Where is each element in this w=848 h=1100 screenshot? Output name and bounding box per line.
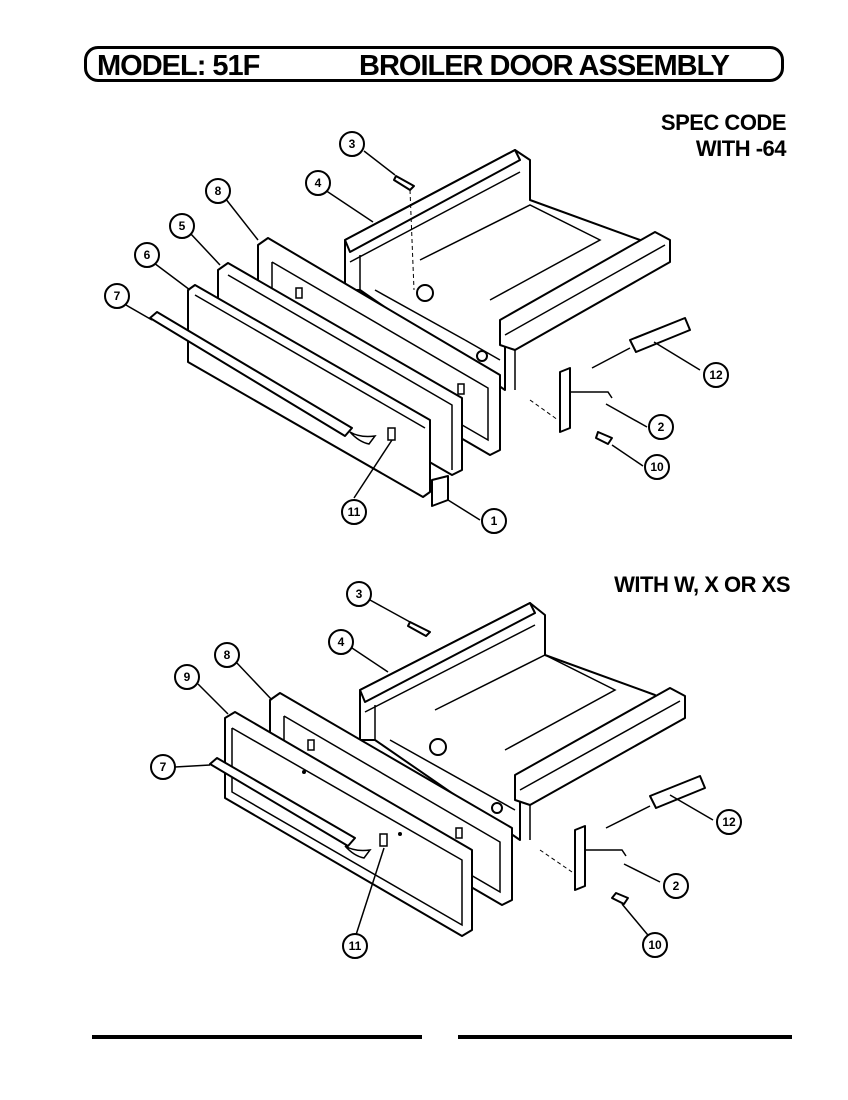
- view-1-caption-line: SPEC CODE: [660, 110, 787, 135]
- svg-text:10: 10: [648, 938, 662, 952]
- svg-text:6: 6: [144, 248, 151, 262]
- callout-12: 12: [716, 809, 742, 835]
- view-2-caption-line: WITH W, X OR XS: [614, 572, 790, 597]
- svg-text:11: 11: [348, 505, 361, 519]
- svg-text:7: 7: [160, 760, 167, 774]
- footer-rule-left: [92, 1035, 422, 1039]
- hinge-bracket: [559, 367, 613, 433]
- door-handle: [209, 757, 356, 847]
- drawer-spring: [605, 775, 706, 829]
- svg-text:2: 2: [673, 879, 680, 893]
- view-2-exploded-drawing: [174, 599, 714, 941]
- svg-text:4: 4: [315, 176, 322, 190]
- callout-2: 2: [663, 873, 689, 899]
- callout-4: 4: [328, 629, 354, 655]
- view-2-caption: WITH W, X OR XS: [614, 572, 790, 598]
- model-label: MODEL: 51F: [97, 50, 260, 82]
- callout-3: 3: [339, 131, 365, 157]
- callout-2: 2: [648, 414, 674, 440]
- assembly-title: BROILER DOOR ASSEMBLY: [359, 50, 730, 82]
- svg-text:3: 3: [356, 587, 363, 601]
- hinge-bracket: [574, 825, 627, 891]
- screw: [407, 621, 629, 905]
- svg-text:12: 12: [709, 368, 723, 382]
- svg-text:12: 12: [722, 815, 736, 829]
- callout-8: 8: [214, 642, 240, 668]
- svg-text:8: 8: [224, 648, 231, 662]
- callout-12: 12: [703, 362, 729, 388]
- svg-text:3: 3: [349, 137, 356, 151]
- callout-9: 9: [174, 664, 200, 690]
- callout-11: 11: [341, 499, 367, 525]
- callout-7: 7: [104, 283, 130, 309]
- drawer-body: [359, 602, 686, 841]
- callout-4: 4: [305, 170, 331, 196]
- callout-10: 10: [642, 932, 668, 958]
- door-handle: [149, 311, 353, 437]
- callout-5: 5: [169, 213, 195, 239]
- svg-text:9: 9: [184, 670, 191, 684]
- svg-text:1: 1: [491, 514, 498, 528]
- callout-3: 3: [346, 581, 372, 607]
- footer-rule-right: [458, 1035, 792, 1039]
- callout-11: 11: [342, 933, 368, 959]
- callout-8: 8: [205, 178, 231, 204]
- callout-10: 10: [644, 454, 670, 480]
- svg-text:10: 10: [650, 460, 664, 474]
- view-1-exploded-drawing: [125, 149, 701, 521]
- drawer-spring: [591, 317, 691, 369]
- callout-6: 6: [134, 242, 160, 268]
- svg-text:4: 4: [338, 635, 345, 649]
- callout-7: 7: [150, 754, 176, 780]
- view-1-caption: SPEC CODE WITH -64: [660, 110, 787, 162]
- callout-1: 1: [481, 508, 507, 534]
- svg-text:8: 8: [215, 184, 222, 198]
- svg-text:11: 11: [349, 939, 362, 953]
- svg-text:5: 5: [179, 219, 186, 233]
- view-1-caption-line: WITH -64: [695, 136, 787, 161]
- title-bar: MODEL: 51F BROILER DOOR ASSEMBLY: [84, 46, 784, 82]
- screw: [393, 175, 613, 445]
- outer-door-panel: [187, 284, 431, 498]
- stop-clip: [431, 475, 449, 507]
- svg-text:2: 2: [658, 420, 665, 434]
- svg-text:7: 7: [114, 289, 121, 303]
